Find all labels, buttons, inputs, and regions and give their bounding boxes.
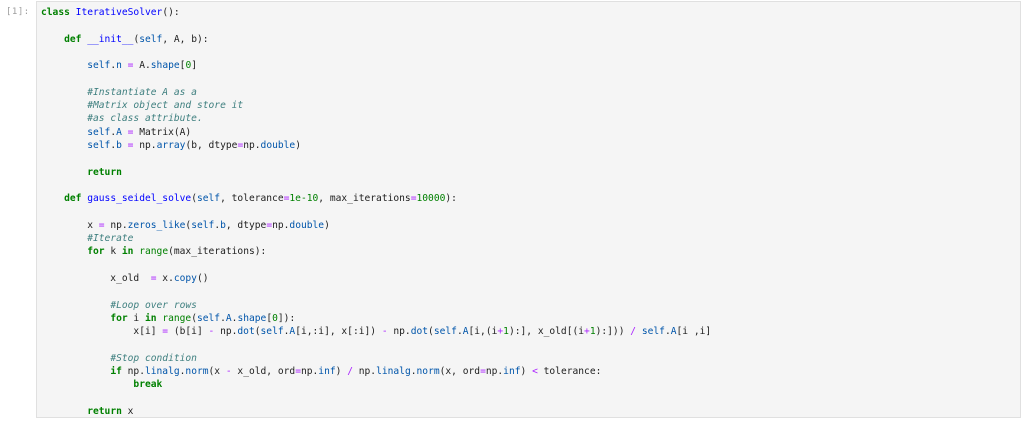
code-line: #Instantiate A as a: [87, 86, 197, 98]
code-line: self.A = Matrix(A): [87, 126, 192, 138]
code-line: [41, 338, 711, 351]
code-line: if np.linalg.norm(x - x_old, ord=np.inf)…: [110, 366, 602, 378]
code-line: class IterativeSolver():: [41, 7, 180, 18]
code-line: [41, 152, 711, 165]
code-line: def __init__(self, A, b):: [64, 33, 209, 45]
code-line: #as class attribute.: [87, 113, 203, 125]
code-line: for k in range(max_iterations):: [87, 246, 267, 258]
code-line: [41, 72, 711, 85]
code-line: [41, 205, 711, 218]
code-line: [41, 19, 711, 32]
code-cell[interactable]: class IterativeSolver(): def __init__(se…: [36, 1, 1021, 418]
code-line: [41, 392, 711, 405]
code-line: [41, 259, 711, 272]
code-line: break: [133, 379, 163, 391]
code-line: [41, 285, 711, 298]
input-prompt: [1]:: [6, 7, 30, 17]
code-line: return x: [87, 405, 134, 417]
code-line: #Stop condition: [110, 352, 197, 364]
code-line: [41, 46, 711, 59]
code-line: x[i] = (b[i] - np.dot(self.A[i,:i], x[:i…: [41, 326, 712, 338]
code-line: def gauss_seidel_solve(self, tolerance=1…: [64, 193, 457, 205]
code-line: return: [87, 166, 122, 178]
code-line: x = np.zeros_like(self.b, dtype=np.doubl…: [41, 219, 330, 231]
code-line: self.b = np.array(b, dtype=np.double): [87, 139, 301, 151]
code-line: #Loop over rows: [110, 299, 197, 311]
code-line: #Iterate: [87, 233, 134, 245]
code-editor[interactable]: class IterativeSolver(): def __init__(se…: [41, 6, 711, 418]
code-line: self.n = A.shape[0]: [87, 60, 198, 72]
code-line: [41, 179, 711, 192]
code-line: for i in range(self.A.shape[0]):: [110, 312, 296, 324]
code-line: #Matrix object and store it: [87, 100, 244, 112]
code-line: x_old = x.copy(): [41, 272, 209, 284]
